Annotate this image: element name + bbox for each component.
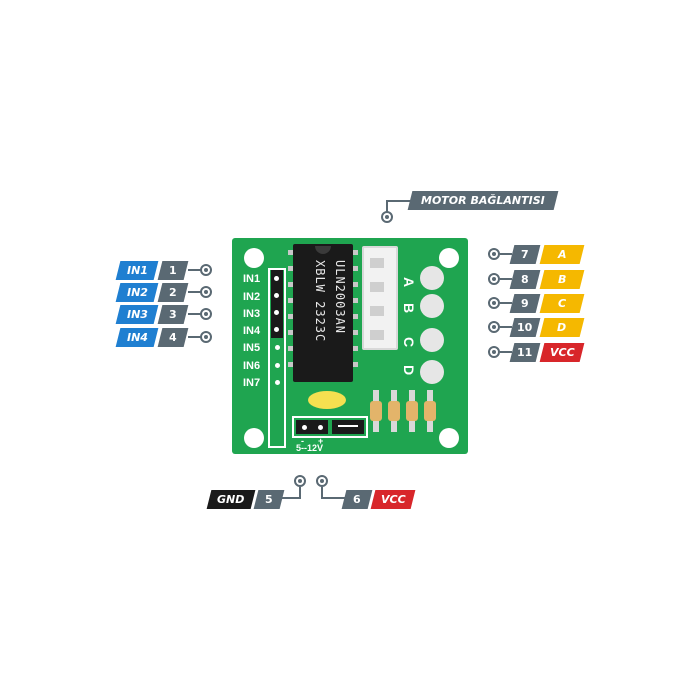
led-b [420,294,444,318]
in1-label: IN1 [115,261,159,280]
led-d [420,360,444,384]
pin-11-number: 11 [509,343,541,362]
pin-6-dot [316,475,328,487]
mounting-hole [244,248,264,268]
chip-notch [315,246,331,254]
pin-11-dot [488,346,500,358]
header-pins [271,270,283,338]
board-label-in5: IN5 [243,342,261,354]
board-label-in7: IN7 [243,377,261,389]
chip-marking-line2: XBLW 2323C [313,260,327,343]
motor-b-label: B [539,270,585,289]
in4-label: IN4 [115,328,159,347]
pin-9-number: 9 [509,294,541,313]
chip-pins-left [288,250,293,376]
mounting-hole [244,428,264,448]
connector-letter-d: D [401,364,418,376]
power-header [292,416,368,438]
pin-7-number: 7 [509,245,541,264]
board-label-in3: IN3 [243,308,261,320]
motor-connection-label: MOTOR BAĞLANTISI [407,191,559,210]
pin-6-number: 6 [341,490,373,509]
mounting-hole [439,428,459,448]
pin-7-dot [488,248,500,260]
board-label-in1: IN1 [243,273,261,285]
motor-a-label: A [539,245,585,264]
pin-4-dot [200,331,212,343]
motor-connector [362,246,398,350]
chip-pins-right [353,250,358,376]
board-label-in6: IN6 [243,360,261,372]
connector-letter-b: B [401,302,418,314]
pin-5-number: 5 [253,490,285,509]
vcc-label-right: VCC [539,343,585,362]
pcb-board: IN1 IN2 IN3 IN4 IN5 IN6 IN7 ULN2003AN XB… [232,238,468,454]
pin-2-number: 2 [157,283,189,302]
pin-4-number: 4 [157,328,189,347]
power-mark-minus: - [301,436,304,446]
chip-marking-line1: ULN2003AN [333,260,347,335]
vcc-label-bottom: VCC [370,490,416,509]
pin-8-number: 8 [509,270,541,289]
capacitor [308,391,346,409]
mounting-hole [439,248,459,268]
uln2003-chip: ULN2003AN XBLW 2323C [293,244,353,382]
gnd-label: GND [206,490,256,509]
pin-3-number: 3 [157,305,189,324]
power-mark-plus: + [318,436,324,446]
led-c [420,328,444,352]
jumper [332,420,364,434]
motor-d-label: D [539,318,585,337]
pin-8-dot [488,273,500,285]
pin-1-dot [200,264,212,276]
in3-label: IN3 [115,305,159,324]
pin-10-dot [488,321,500,333]
board-label-in2: IN2 [243,291,261,303]
in2-label: IN2 [115,283,159,302]
pin-9-dot [488,297,500,309]
pin-10-number: 10 [509,318,541,337]
led-a [420,266,444,290]
connector-letter-a: A [401,276,418,288]
pin-1-number: 1 [157,261,189,280]
connector-letter-c: C [401,336,418,348]
pin-5-dot [294,475,306,487]
board-label-in4: IN4 [243,325,261,337]
pin-2-dot [200,286,212,298]
motor-c-label: C [539,294,585,313]
voltage-label: 5--12V [296,443,324,453]
input-header-outline [268,268,286,448]
motor-connection-pin-dot [381,211,393,223]
pin-3-dot [200,308,212,320]
